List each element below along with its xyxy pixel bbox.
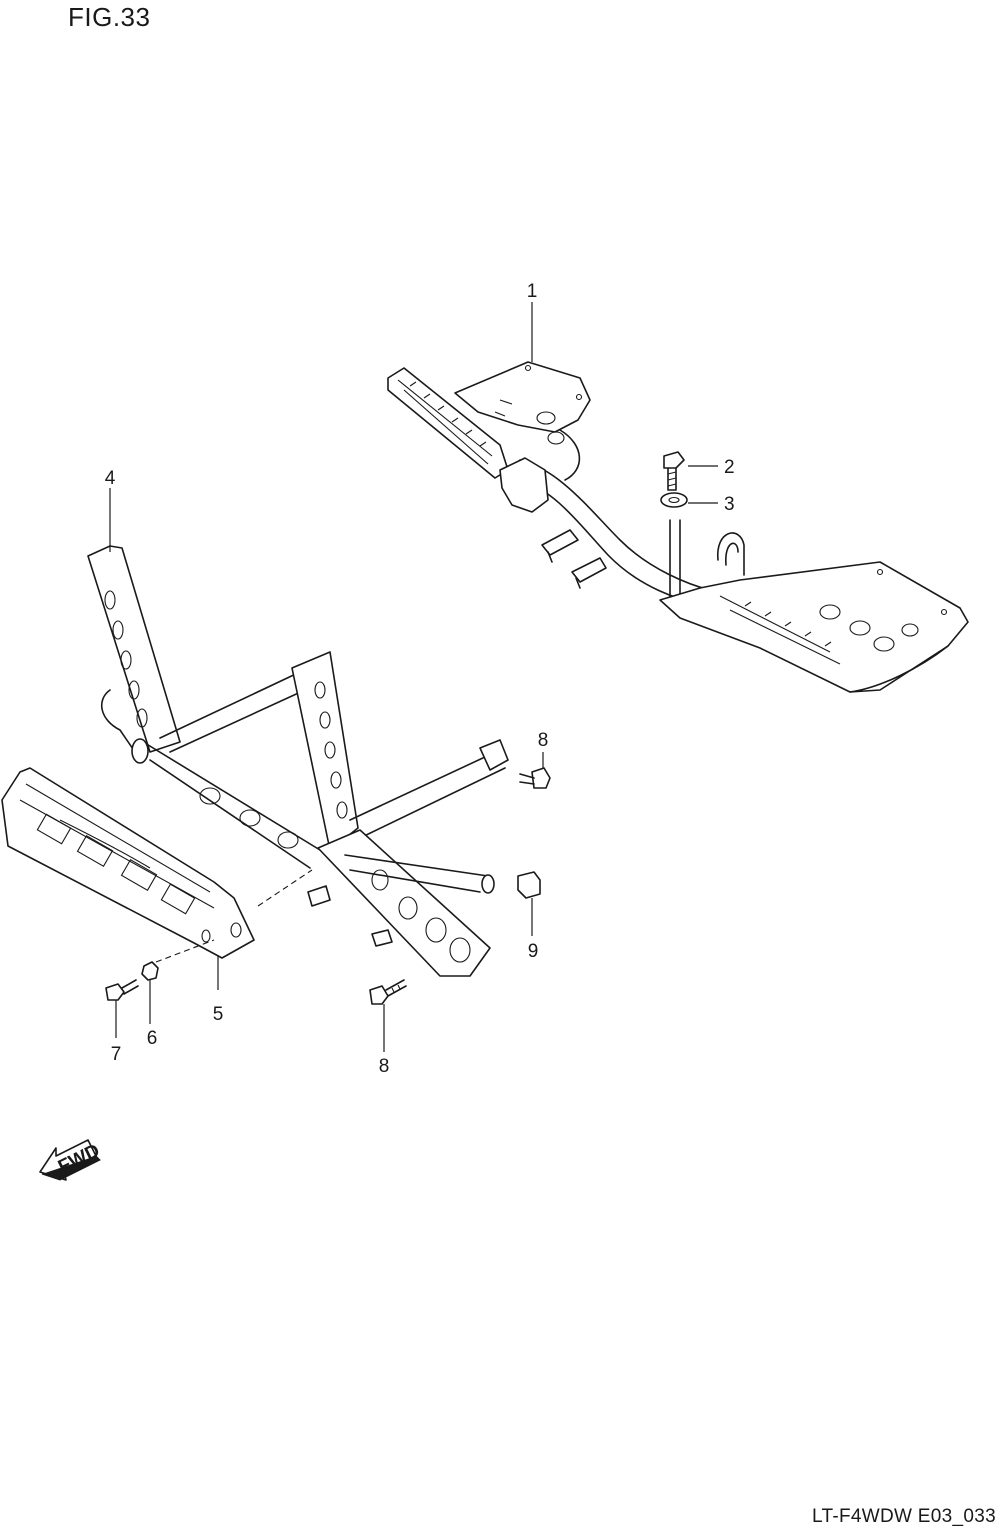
callout-8-upper: 8 — [538, 730, 549, 751]
bolt-part-7 — [105, 979, 139, 1001]
callout-5: 5 — [213, 1004, 224, 1025]
footrest-bracket-assembly — [387, 361, 969, 693]
callout-6: 6 — [147, 1028, 158, 1049]
leader-lines — [109, 302, 718, 1052]
callout-labels: 1 2 3 4 5 6 7 8 8 9 — [105, 281, 735, 1077]
callout-3: 3 — [724, 494, 735, 515]
callout-9: 9 — [528, 941, 539, 962]
bolt-part-8-upper — [519, 767, 551, 789]
drawing-code: LT-F4WDW E03_033 — [812, 1506, 996, 1527]
front-guard-cover — [1, 767, 255, 959]
nut-part-6 — [141, 961, 159, 981]
callout-4: 4 — [105, 468, 116, 489]
fwd-arrow-icon: FWD — [39, 1139, 103, 1181]
callout-1: 1 — [527, 281, 538, 302]
figure-title: FIG.33 — [68, 2, 151, 32]
callout-8-lower: 8 — [379, 1056, 390, 1077]
bolt-part-8-lower — [369, 979, 407, 1005]
callout-7: 7 — [111, 1044, 122, 1065]
front-guard-frame — [87, 545, 509, 977]
washer-part-3 — [660, 492, 688, 508]
callout-2: 2 — [724, 457, 735, 478]
bolt-part-2 — [663, 451, 685, 491]
cushion-part-9 — [517, 871, 541, 899]
